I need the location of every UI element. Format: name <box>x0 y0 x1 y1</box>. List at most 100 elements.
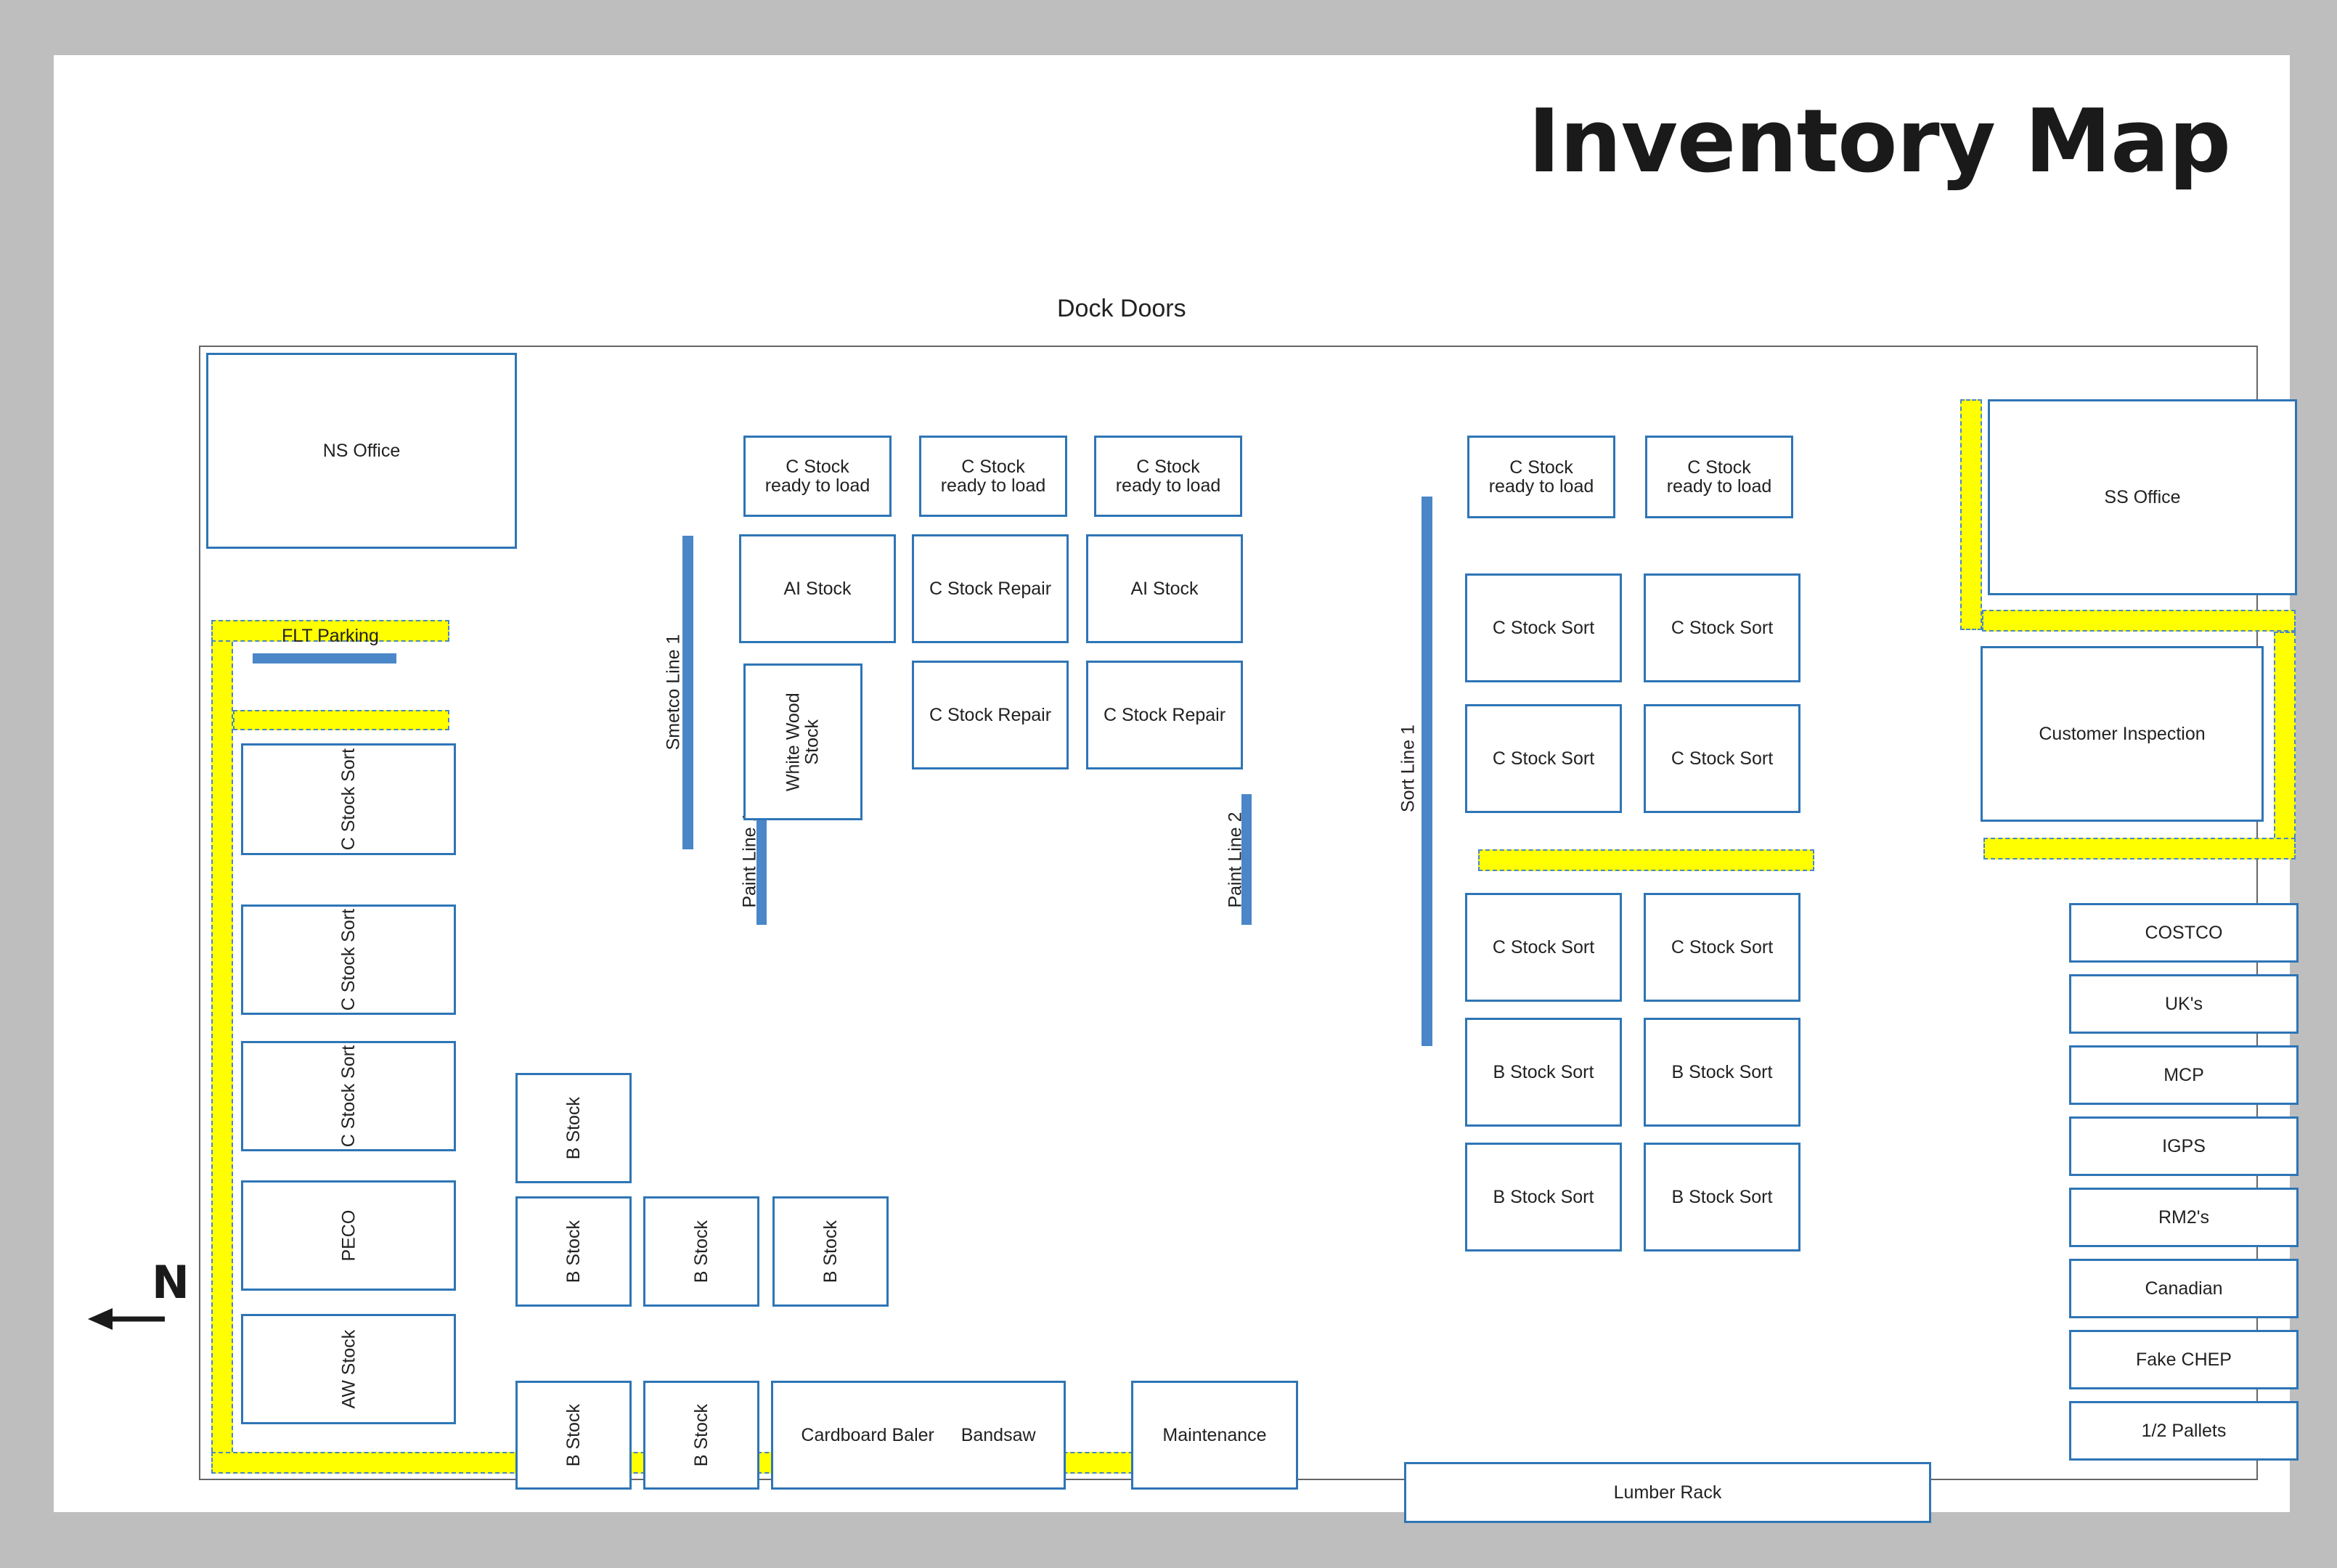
smetco-line-label: Smetco Line 1 <box>663 634 684 751</box>
b-stock-sort-label: B Stock Sort <box>1493 1186 1594 1207</box>
paint-line-2 <box>1241 794 1252 925</box>
b-stock-1: B Stock <box>515 1073 632 1183</box>
customer-inspection-label: Customer Inspection <box>2039 723 2206 744</box>
east-b-stock-sort-4a: B Stock Sort <box>1465 1018 1622 1127</box>
walkway-ci-east <box>2274 632 2296 859</box>
map-sheet: Inventory Map Dock Doors N NS Office SS … <box>54 55 2299 1523</box>
page-title: Inventory Map <box>1528 91 2231 192</box>
customer-zone-label: MCP <box>2163 1064 2204 1085</box>
ready-to-load-label: C Stock ready to load <box>940 456 1046 496</box>
customer-zone-uks: UK's <box>2069 974 2299 1034</box>
c-stock-repair-label: C Stock Repair <box>929 578 1052 599</box>
customer-zone-label: UK's <box>2164 993 2203 1014</box>
b-stock-sort-label: B Stock Sort <box>1493 1061 1594 1082</box>
b-stock-2: B Stock <box>515 1196 632 1307</box>
east-c-stock-sort-1a: C Stock Sort <box>1465 573 1622 682</box>
ready-to-load-label: C Stock ready to load <box>1115 456 1221 496</box>
b-stock-4: B Stock <box>772 1196 889 1307</box>
b-stock-sort-label: B Stock Sort <box>1671 1061 1773 1082</box>
east-c-stock-sort-3a: C Stock Sort <box>1465 893 1622 1002</box>
ready-to-load-label: C Stock ready to load <box>1488 457 1594 497</box>
customer-zone-label: Canadian <box>2145 1278 2223 1299</box>
east-c-stock-sort-1b: C Stock Sort <box>1644 573 1800 682</box>
walkway-east-mid <box>1478 849 1814 871</box>
lumber-rack-label: Lumber Rack <box>1613 1482 1722 1503</box>
east-c-stock-sort-2a: C Stock Sort <box>1465 704 1622 813</box>
north-indicator: N <box>86 1260 189 1340</box>
aw-stock-zone: AW Stock <box>241 1314 456 1424</box>
west-c-stock-sort-2: C Stock Sort <box>241 905 456 1015</box>
b-stock-label: B Stock <box>563 1403 584 1467</box>
customer-zone-fake-chep: Fake CHEP <box>2069 1330 2299 1389</box>
dock-doors-label: Dock Doors <box>1057 295 1186 322</box>
customer-zone-label: RM2's <box>2158 1206 2210 1228</box>
b-stock-label: B Stock <box>563 1220 584 1283</box>
ready-to-load-4: C Stock ready to load <box>1467 436 1615 518</box>
customer-zone-label: Fake CHEP <box>2136 1349 2232 1370</box>
c-stock-repair-top: C Stock Repair <box>912 534 1069 643</box>
peco-label: PECO <box>338 1209 359 1262</box>
customer-zone-label: COSTCO <box>2145 922 2223 943</box>
west-c-stock-sort-1: C Stock Sort <box>241 743 456 855</box>
east-b-stock-sort-5b: B Stock Sort <box>1644 1143 1800 1251</box>
c-stock-sort-label: C Stock Sort <box>1671 936 1774 957</box>
walkway-ss-south <box>1982 610 2296 632</box>
ss-office: SS Office <box>1988 399 2297 595</box>
maintenance-label: Maintenance <box>1162 1424 1267 1445</box>
customer-zone-rm2s: RM2's <box>2069 1188 2299 1247</box>
ns-office: NS Office <box>206 353 517 549</box>
cardboard-baler-bandsaw: Cardboard Baler Bandsaw <box>771 1381 1066 1490</box>
c-stock-sort-label: C Stock Sort <box>1492 748 1595 769</box>
sort-line-1 <box>1422 497 1432 1046</box>
ready-to-load-1: C Stock ready to load <box>743 436 892 517</box>
c-stock-sort-label: C Stock Sort <box>1492 936 1595 957</box>
customer-inspection: Customer Inspection <box>1981 646 2264 822</box>
ready-to-load-label: C Stock ready to load <box>764 456 870 496</box>
ai-stock-label: AI Stock <box>1130 578 1199 599</box>
b-stock-label: B Stock <box>690 1403 711 1467</box>
east-b-stock-sort-4b: B Stock Sort <box>1644 1018 1800 1127</box>
c-stock-sort-label: C Stock Sort <box>338 748 359 851</box>
aw-stock-label: AW Stock <box>338 1329 359 1409</box>
lumber-rack: Lumber Rack <box>1404 1462 1931 1523</box>
c-stock-sort-label: C Stock Sort <box>338 1045 359 1148</box>
floor-plan: NS Office SS Office Customer Inspection … <box>199 346 2299 1523</box>
ready-to-load-3: C Stock ready to load <box>1094 436 1242 517</box>
east-b-stock-sort-5a: B Stock Sort <box>1465 1143 1622 1251</box>
sort-line-1-label: Sort Line 1 <box>1398 724 1419 812</box>
ready-to-load-2: C Stock ready to load <box>919 436 1067 517</box>
east-c-stock-sort-2b: C Stock Sort <box>1644 704 1800 813</box>
customer-zone-costco: COSTCO <box>2069 903 2299 963</box>
customer-zone-label: 1/2 Pallets <box>2141 1420 2227 1441</box>
c-stock-sort-label: C Stock Sort <box>338 908 359 1011</box>
paint-line-1 <box>756 794 767 925</box>
ss-office-label: SS Office <box>2104 486 2181 507</box>
c-stock-repair-right: C Stock Repair <box>1086 661 1243 769</box>
walkway-ss-west <box>1960 399 1982 630</box>
walkway-west <box>211 620 233 1474</box>
customer-zone-label: IGPS <box>2162 1135 2206 1156</box>
east-c-stock-sort-3b: C Stock Sort <box>1644 893 1800 1002</box>
west-c-stock-sort-3: C Stock Sort <box>241 1041 456 1151</box>
c-stock-repair-mid: C Stock Repair <box>912 661 1069 769</box>
customer-zone-canadian: Canadian <box>2069 1259 2299 1318</box>
b-stock-3: B Stock <box>643 1196 759 1307</box>
b-stock-label: B Stock <box>563 1096 584 1160</box>
c-stock-repair-label: C Stock Repair <box>929 704 1052 725</box>
b-stock-label: B Stock <box>690 1220 711 1283</box>
paint-line-2-label: Paint Line 2 <box>1225 812 1246 908</box>
c-stock-sort-label: C Stock Sort <box>1492 617 1595 638</box>
b-stock-label: B Stock <box>820 1220 841 1283</box>
bandsaw-label: Bandsaw <box>961 1424 1036 1445</box>
white-wood-stock: White Wood Stock <box>743 663 862 820</box>
smetco-line <box>682 536 693 849</box>
walkway-ci-south <box>1983 838 2296 859</box>
walkway-west-top-2 <box>233 710 449 730</box>
customer-zone-igps: IGPS <box>2069 1116 2299 1176</box>
ai-stock-label: AI Stock <box>783 578 852 599</box>
white-wood-stock-label: White Wood Stock <box>783 693 823 791</box>
b-stock-5: B Stock <box>515 1381 632 1490</box>
ns-office-label: NS Office <box>322 440 401 461</box>
b-stock-6: B Stock <box>643 1381 759 1490</box>
flt-parking-label: FLT Parking <box>282 626 379 646</box>
